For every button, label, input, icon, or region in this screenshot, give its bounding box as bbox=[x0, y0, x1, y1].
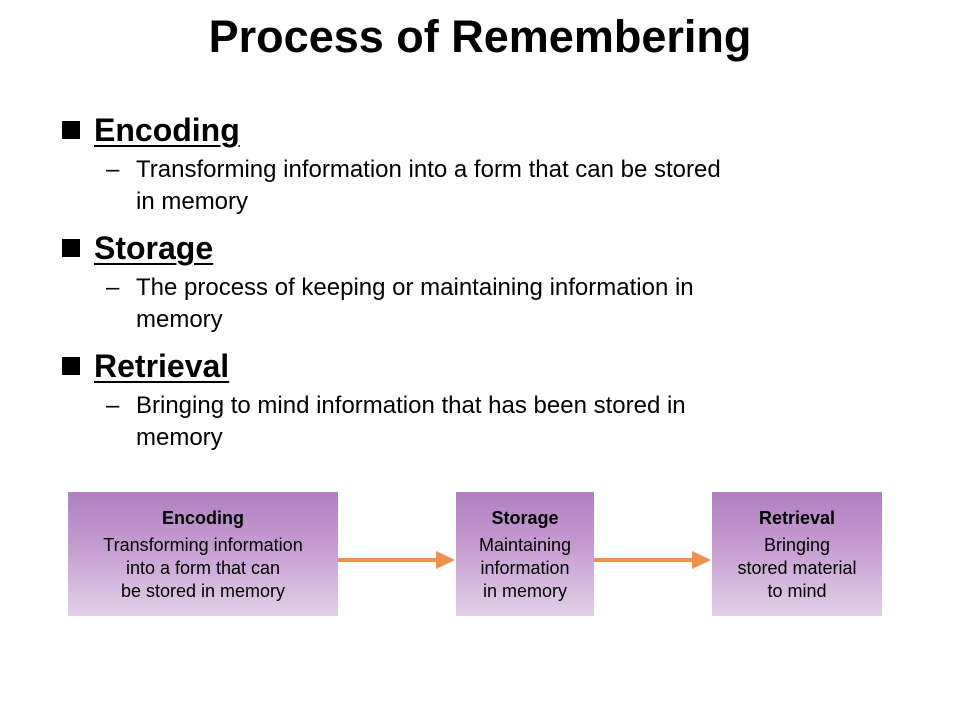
retrieval-box: Retrieval Bringing stored material to mi… bbox=[712, 492, 882, 616]
bullet-term: Retrieval bbox=[94, 347, 230, 384]
arrow-right-icon bbox=[594, 551, 711, 569]
box-line: into a form that can bbox=[125, 558, 281, 578]
bullet-head: Retrieval bbox=[60, 344, 880, 388]
dash-marker: – bbox=[106, 274, 120, 301]
bullet-term: Encoding bbox=[94, 111, 240, 148]
storage-box: Storage Maintaining information in memor… bbox=[456, 492, 594, 616]
box-line: be stored in memory bbox=[120, 581, 286, 601]
description-text: The process of keeping or maintaining in… bbox=[136, 272, 866, 336]
box-line: Transforming information bbox=[103, 535, 303, 555]
bullet-description: – The process of keeping or maintaining … bbox=[106, 272, 880, 336]
description-text: Bringing to mind information that has be… bbox=[136, 390, 866, 454]
box-line: to mind bbox=[767, 581, 827, 601]
bullet-description: – Bringing to mind information that has … bbox=[106, 390, 880, 454]
square-bullet-icon bbox=[62, 357, 80, 375]
box-line: Maintaining bbox=[478, 535, 572, 555]
box-line: in memory bbox=[482, 581, 567, 601]
description-text: Transforming information into a form tha… bbox=[136, 154, 866, 218]
description-line: memory bbox=[136, 424, 223, 451]
box-text: Maintaining information in memory bbox=[456, 534, 594, 603]
box-line: Bringing bbox=[763, 535, 831, 555]
dash-marker: – bbox=[106, 156, 120, 183]
bullet-list: Encoding – Transforming information into… bbox=[60, 108, 880, 462]
description-line: The process of keeping or maintaining in… bbox=[136, 274, 694, 301]
description-line: memory bbox=[136, 306, 223, 333]
arrow-right-icon bbox=[338, 551, 455, 569]
bullet-head: Storage bbox=[60, 226, 880, 270]
description-line: Transforming information into a form tha… bbox=[136, 156, 721, 183]
square-bullet-icon bbox=[62, 121, 80, 139]
description-line: Bringing to mind information that has be… bbox=[136, 392, 686, 419]
bullet-storage: Storage – The process of keeping or main… bbox=[60, 226, 880, 336]
description-line: in memory bbox=[136, 188, 249, 215]
square-bullet-icon bbox=[62, 239, 80, 257]
slide-title: Process of Remembering bbox=[208, 11, 752, 62]
bullet-encoding: Encoding – Transforming information into… bbox=[60, 108, 880, 218]
box-line: stored material bbox=[737, 558, 857, 578]
box-title: Storage bbox=[491, 508, 559, 528]
box-title: Encoding bbox=[162, 508, 244, 528]
box-line: information bbox=[480, 558, 570, 578]
box-title: Retrieval bbox=[758, 508, 836, 528]
bullet-term: Storage bbox=[94, 229, 214, 266]
box-text: Bringing stored material to mind bbox=[712, 534, 882, 603]
dash-marker: – bbox=[106, 392, 120, 419]
encoding-box: Encoding Transforming information into a… bbox=[68, 492, 338, 616]
bullet-head: Encoding bbox=[60, 108, 880, 152]
box-text: Transforming information into a form tha… bbox=[68, 534, 338, 603]
bullet-retrieval: Retrieval – Bringing to mind information… bbox=[60, 344, 880, 454]
bullet-description: – Transforming information into a form t… bbox=[106, 154, 880, 218]
